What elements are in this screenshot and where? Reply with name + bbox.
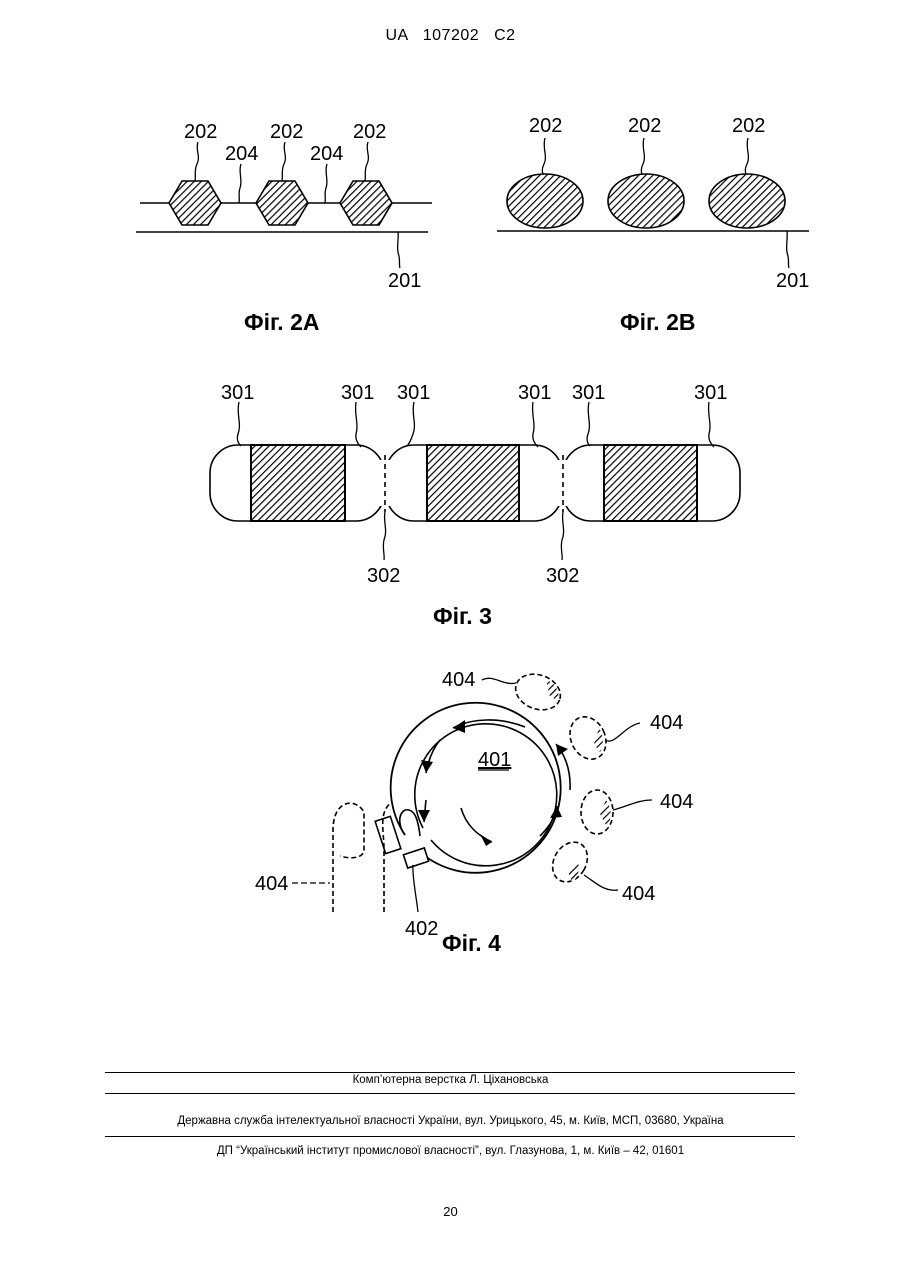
fig2b-label-202-3: 202 — [732, 115, 765, 137]
fig3-label-301-5: 301 — [572, 382, 605, 404]
fig3-label-302-2: 302 — [546, 565, 579, 587]
fig2b-caption: Фіг. 2В — [620, 309, 695, 335]
fig2a-hexagon-1 — [169, 181, 221, 225]
fig2b-ellipse-2 — [608, 174, 684, 228]
fig3-label-302-1: 302 — [367, 565, 400, 587]
figure-3: 301 301 301 301 301 301 302 302 Фіг. 3 — [210, 382, 740, 629]
fig4-label-404-left: 404 — [255, 873, 288, 895]
figure-4: 404 404 404 404 404 401 402 Фіг. 4 — [255, 668, 693, 956]
fig2b-label-201: 201 — [776, 270, 809, 292]
figure-2b: 202 202 202 201 Фіг. 2В — [497, 115, 809, 335]
fig3-label-301-3: 301 — [397, 382, 430, 404]
fig3-caption: Фіг. 3 — [433, 603, 492, 629]
fig4-label-404-top: 404 — [442, 669, 475, 691]
fig4-label-402: 402 — [405, 918, 438, 940]
fig2b-label-202-2: 202 — [628, 115, 661, 137]
footer-divider-top — [105, 1072, 795, 1073]
footer-divider-bottom — [105, 1136, 795, 1137]
footer-agency: Державна служба інтелектуальної власност… — [0, 1115, 901, 1127]
fig2a-label-202-1: 202 — [184, 121, 217, 143]
fig4-label-401: 401 — [478, 749, 511, 771]
fig2a-label-202-3: 202 — [353, 121, 386, 143]
fig2a-hexagon-2 — [256, 181, 308, 225]
fig3-hatched-block-1 — [251, 445, 345, 521]
figure-2a: 202 202 202 204 204 201 Фіг. 2А — [136, 121, 432, 335]
fig3-hatched-block-3 — [604, 445, 697, 521]
fig3-label-301-6: 301 — [694, 382, 727, 404]
page-number: 20 — [0, 1204, 901, 1219]
fig2a-caption: Фіг. 2А — [244, 309, 319, 335]
fig2a-label-201: 201 — [388, 270, 421, 292]
fig2a-hexagon-3 — [340, 181, 392, 225]
footer-divider-middle — [105, 1093, 795, 1094]
footer-layout-credit: Комп’ютерна верстка Л. Ціхановська — [0, 1074, 901, 1086]
fig4-flow-arrows — [424, 720, 570, 842]
fig4-drum-outer — [391, 703, 561, 873]
fig2b-ellipse-3 — [709, 174, 785, 228]
fig4-caption: Фіг. 4 — [442, 930, 501, 956]
fig4-label-404-right-1: 404 — [650, 712, 683, 734]
fig2a-label-202-2: 202 — [270, 121, 303, 143]
fig2b-label-202-1: 202 — [529, 115, 562, 137]
fig2a-label-204-2: 204 — [310, 143, 343, 165]
fig3-label-301-2: 301 — [341, 382, 374, 404]
fig2b-ellipse-1 — [507, 174, 583, 228]
fig4-label-404-right-3: 404 — [622, 883, 655, 905]
fig2a-label-204-1: 204 — [225, 143, 258, 165]
fig3-label-301-4: 301 — [518, 382, 551, 404]
fig3-label-301-1: 301 — [221, 382, 254, 404]
footer-institute: ДП “Український інститут промислової вла… — [0, 1145, 901, 1157]
fig3-hatched-block-2 — [427, 445, 519, 521]
fig4-label-404-right-2: 404 — [660, 791, 693, 813]
